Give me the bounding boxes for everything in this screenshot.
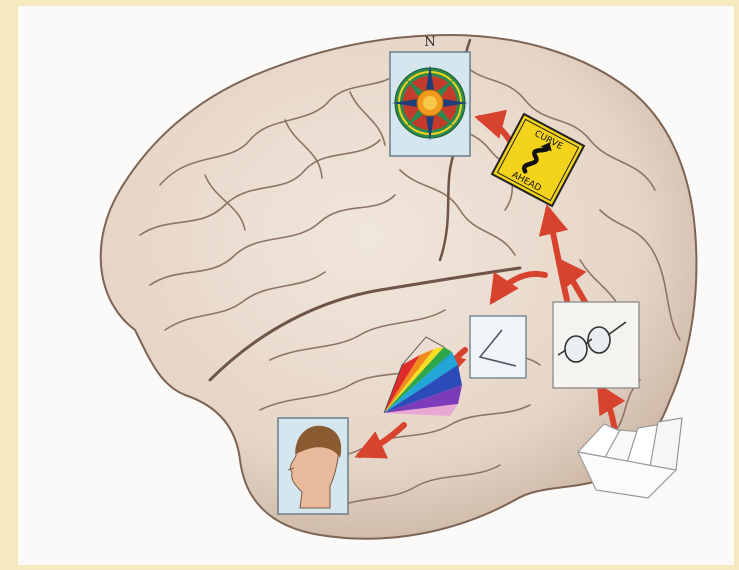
compass-panel: N bbox=[390, 35, 470, 156]
compass-north-label: N bbox=[424, 35, 435, 50]
eyeglasses-panel bbox=[553, 302, 639, 388]
head-portrait-panel bbox=[278, 418, 348, 514]
angle-panel bbox=[470, 316, 526, 378]
